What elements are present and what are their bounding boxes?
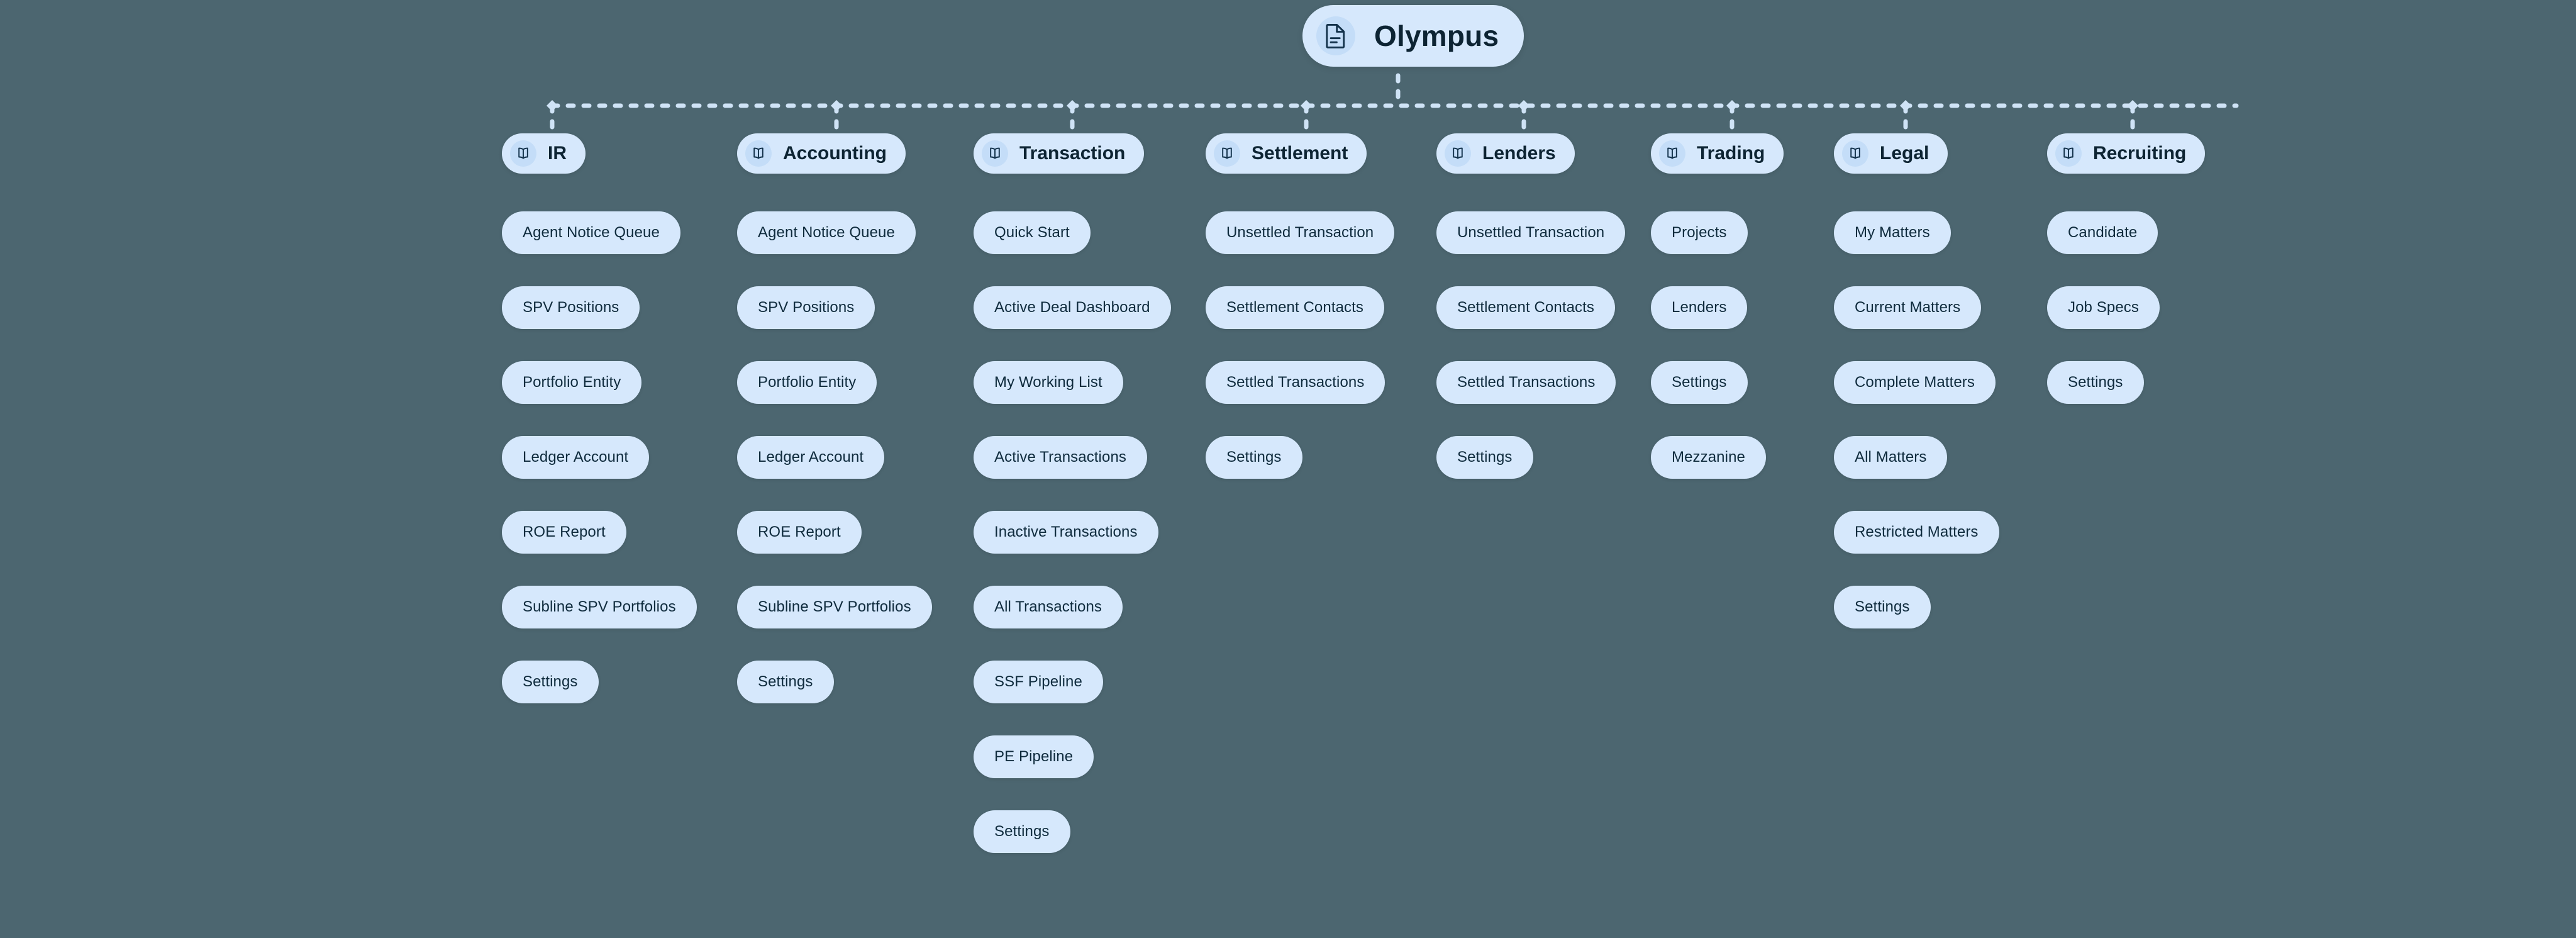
leaf-item[interactable]: Settings [737,661,834,703]
category-label: IR [548,143,567,164]
category-header-recruiting[interactable]: Recruiting [2047,133,2206,174]
leaf-item[interactable]: Settings [502,661,599,703]
book-icon [1445,140,1471,167]
leaf-item[interactable]: Agent Notice Queue [737,211,916,254]
leaf-item[interactable]: Portfolio Entity [737,361,877,404]
book-icon [1659,140,1685,167]
leaf-item[interactable]: SSF Pipeline [974,661,1103,703]
leaf-item[interactable]: Active Transactions [974,436,1147,479]
category-label: Recruiting [2093,143,2187,164]
root-node-olympus[interactable]: Olympus [1302,5,1524,67]
leaf-item[interactable]: All Matters [1834,436,1948,479]
leaf-item[interactable]: Complete Matters [1834,361,1996,404]
category-header-transaction[interactable]: Transaction [974,133,1145,174]
leaf-item[interactable]: Current Matters [1834,286,1982,329]
leaf-item[interactable]: Mezzanine [1651,436,1766,479]
category-label: Accounting [783,143,887,164]
category-label: Legal [1880,143,1929,164]
leaf-item[interactable]: Agent Notice Queue [502,211,680,254]
leaf-item[interactable]: My Matters [1834,211,1951,254]
leaf-item[interactable]: Ledger Account [737,436,885,479]
book-icon [510,140,536,167]
leaf-item[interactable]: Active Deal Dashboard [974,286,1171,329]
leaf-item[interactable]: Subline SPV Portfolios [737,586,932,628]
category-label: Lenders [1482,143,1556,164]
leaf-item[interactable]: My Working List [974,361,1123,404]
leaf-item[interactable]: Projects [1651,211,1748,254]
leaf-item[interactable]: Settings [1651,361,1748,404]
leaf-item[interactable]: ROE Report [737,511,862,554]
root-title: Olympus [1374,20,1499,52]
leaf-item[interactable]: Settings [974,810,1070,853]
category-label: Transaction [1019,143,1126,164]
leaf-item[interactable]: Settings [1206,436,1302,479]
book-icon [745,140,772,167]
category-header-accounting[interactable]: Accounting [737,133,906,174]
category-header-trading[interactable]: Trading [1651,133,1784,174]
book-icon [1214,140,1240,167]
category-header-lenders[interactable]: Lenders [1436,133,1575,174]
category-header-ir[interactable]: IR [502,133,586,174]
leaf-item[interactable]: PE Pipeline [974,735,1094,778]
leaf-item[interactable]: SPV Positions [737,286,875,329]
leaf-item[interactable]: Unsettled Transaction [1436,211,1626,254]
leaf-item[interactable]: Portfolio Entity [502,361,642,404]
leaf-item[interactable]: Restricted Matters [1834,511,1999,554]
book-icon [982,140,1008,167]
leaf-item[interactable]: Unsettled Transaction [1206,211,1395,254]
leaf-item[interactable]: All Transactions [974,586,1123,628]
leaf-item[interactable]: Subline SPV Portfolios [502,586,697,628]
leaf-item[interactable]: Quick Start [974,211,1091,254]
document-icon [1316,16,1355,55]
category-header-settlement[interactable]: Settlement [1206,133,1367,174]
leaf-item[interactable]: Settings [2047,361,2144,404]
leaf-item[interactable]: Settled Transactions [1206,361,1385,404]
leaf-item[interactable]: Ledger Account [502,436,650,479]
leaf-item[interactable]: ROE Report [502,511,626,554]
leaf-item[interactable]: Job Specs [2047,286,2160,329]
leaf-item[interactable]: Inactive Transactions [974,511,1158,554]
leaf-item[interactable]: Settings [1834,586,1931,628]
book-icon [2055,140,2082,167]
category-label: Settlement [1252,143,1348,164]
book-icon [1842,140,1868,167]
leaf-item[interactable]: Settled Transactions [1436,361,1616,404]
category-label: Trading [1697,143,1765,164]
leaf-item[interactable]: Lenders [1651,286,1748,329]
leaf-item[interactable]: Settlement Contacts [1206,286,1385,329]
leaf-item[interactable]: Settlement Contacts [1436,286,1616,329]
leaf-item[interactable]: SPV Positions [502,286,640,329]
leaf-item[interactable]: Settings [1436,436,1533,479]
category-header-legal[interactable]: Legal [1834,133,1948,174]
leaf-item[interactable]: Candidate [2047,211,2158,254]
